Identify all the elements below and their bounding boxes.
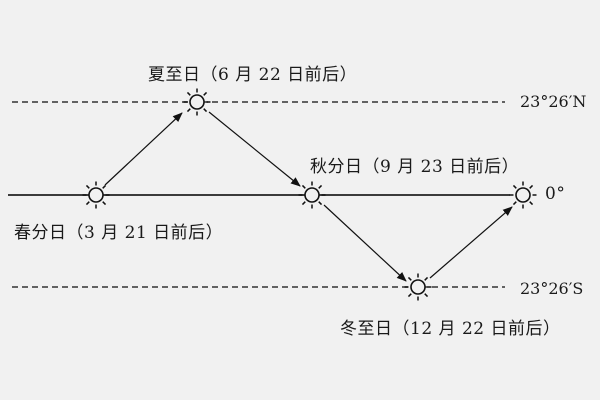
winter-solstice-sun-icon xyxy=(404,273,432,301)
arrow-spring-to-summer xyxy=(104,112,183,186)
summer-solstice-sun-icon xyxy=(183,88,211,116)
spring-equinox-sun-icon xyxy=(82,181,110,209)
autumn-equinox-label: 秋分日（9 月 23 日前后） xyxy=(310,157,520,177)
arrow-autumn-to-winter xyxy=(323,204,407,282)
arrow-summer-to-autumn xyxy=(208,111,301,187)
equator-latitude-label: 0° xyxy=(545,184,566,204)
autumn-equinox-sun-icon xyxy=(298,181,326,209)
tropic-north-latitude-label: 23°26′N xyxy=(520,92,587,111)
tropic-south-latitude-label: 23°26′S xyxy=(520,279,584,298)
winter-solstice-label: 冬至日（12 月 22 日前后） xyxy=(340,319,561,339)
summer-solstice-label: 夏至日（6 月 22 日前后） xyxy=(148,65,358,85)
arrow-winter-to-spring xyxy=(429,206,513,279)
spring-equinox-label: 春分日（3 月 21 日前后） xyxy=(14,223,224,243)
equator-sun-icon xyxy=(509,181,537,209)
